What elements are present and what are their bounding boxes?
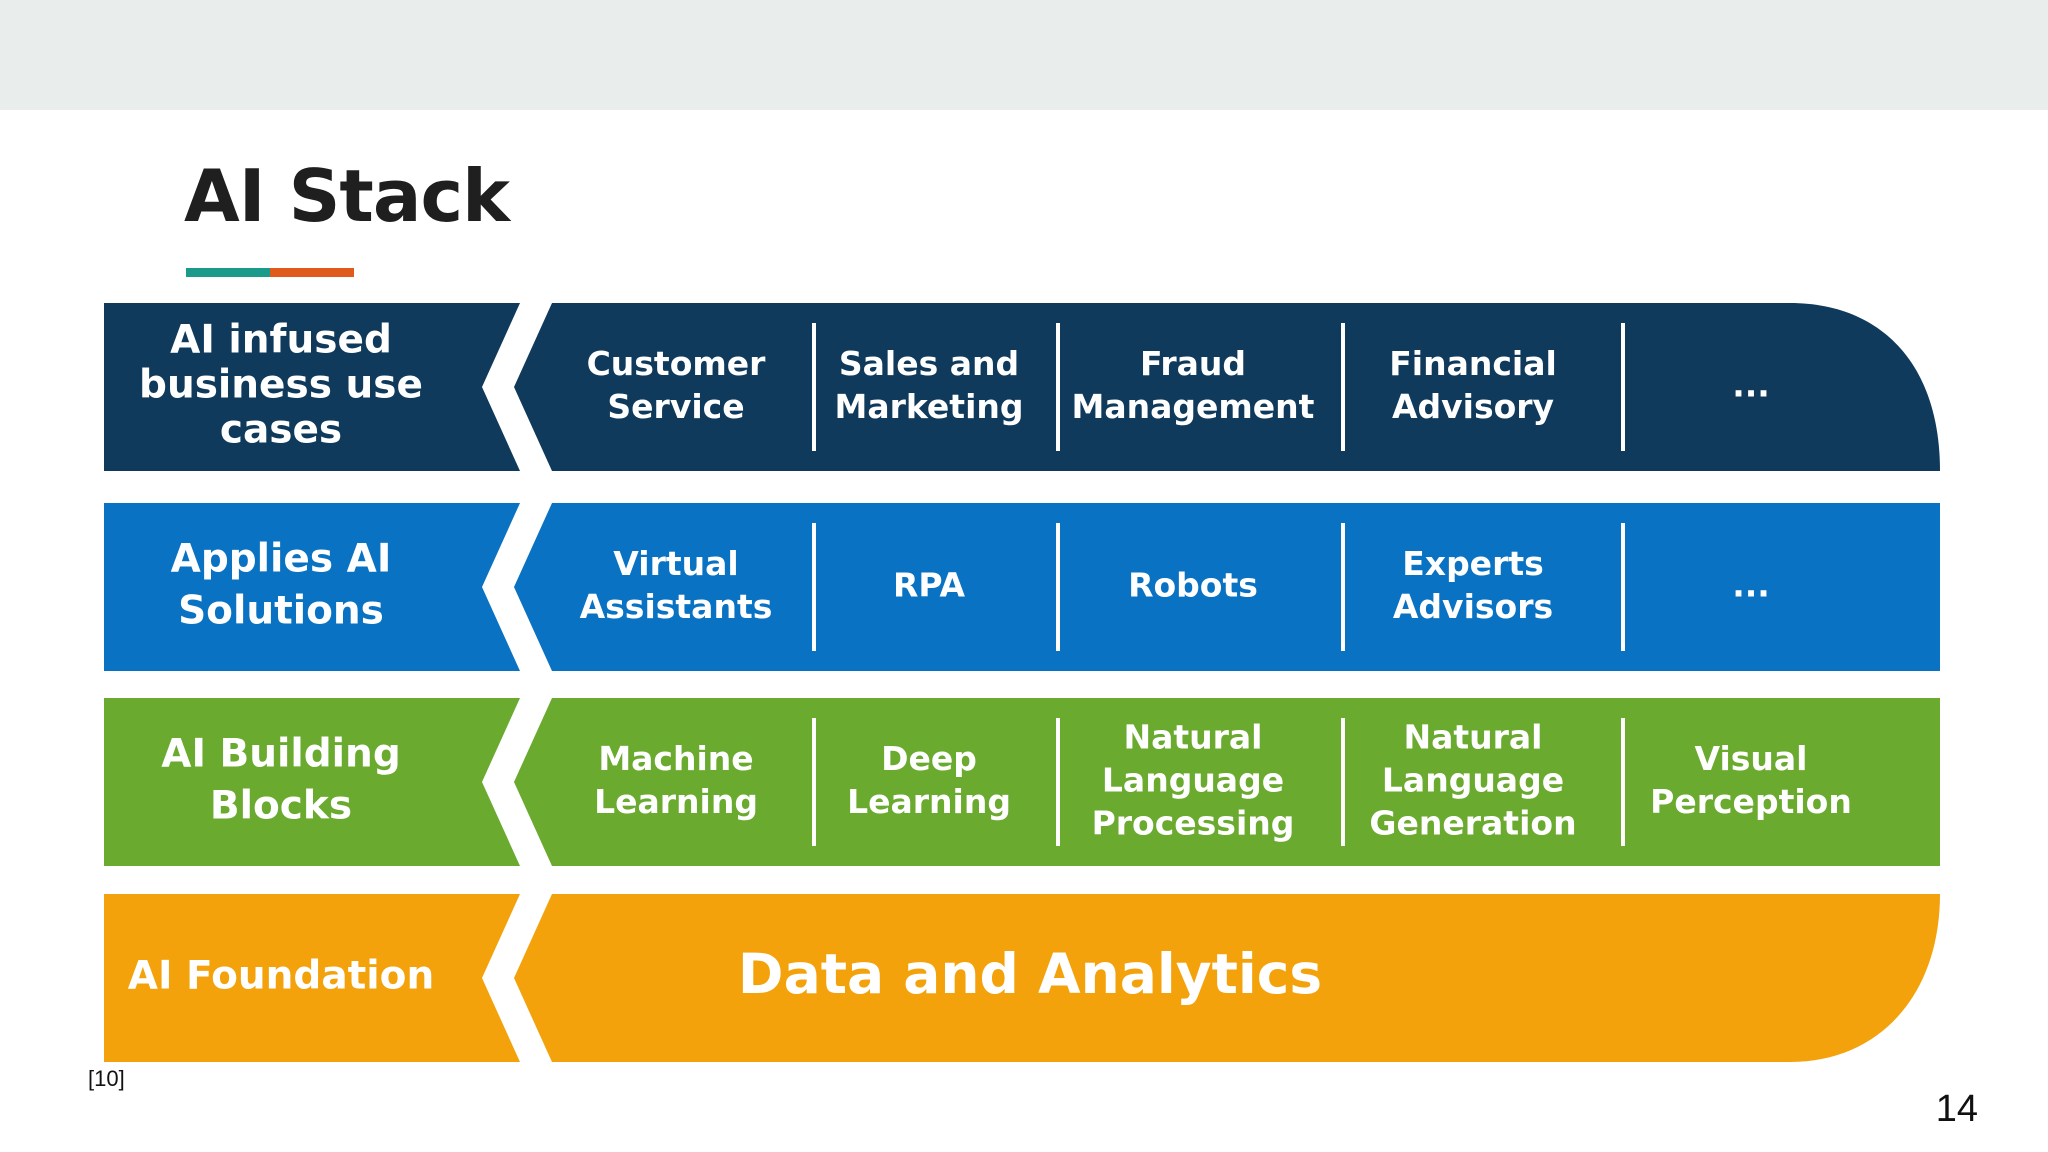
layer-content-band xyxy=(514,503,1940,671)
layer-label-block xyxy=(104,894,520,1062)
stack-cell-line: Advisory xyxy=(1392,387,1554,426)
layer-label-block xyxy=(104,503,520,671)
stack-cell-line: Learning xyxy=(847,782,1011,821)
stack-cell: RPA xyxy=(893,566,966,605)
stack-cell-line: Deep xyxy=(881,739,977,778)
layer-label-block xyxy=(104,698,520,866)
stack-cell-line: Advisors xyxy=(1393,587,1553,626)
stack-cell-line: Marketing xyxy=(834,387,1023,426)
layer-content-band xyxy=(514,303,1940,471)
stack-cell-line: Customer xyxy=(587,344,767,383)
stack-cell-line: RPA xyxy=(893,566,966,605)
stack-cell-line: Visual xyxy=(1695,739,1808,778)
layer-label-line: AI infused xyxy=(170,318,392,363)
stack-cell-line: Language xyxy=(1382,761,1564,800)
stack-cell-line: Natural xyxy=(1403,718,1542,757)
stack-cell-line: Generation xyxy=(1369,804,1576,843)
stack-cell-line: Assistants xyxy=(580,587,773,626)
layer-label-line: business use xyxy=(139,363,423,408)
footnote-reference: [10] xyxy=(88,1066,125,1091)
foundation-content: Data and Analytics xyxy=(738,942,1322,1006)
stack-cell-line: Fraud xyxy=(1140,344,1246,383)
layer-content-band xyxy=(514,894,1940,1062)
stack-cell-line: Robots xyxy=(1128,566,1258,605)
stack-cell-line: Perception xyxy=(1650,782,1852,821)
layer-label-line: AI Building xyxy=(161,732,400,777)
layer-content-band xyxy=(514,698,1940,866)
layer-label-line: Blocks xyxy=(210,784,352,829)
stack-cell-line: ... xyxy=(1732,566,1770,605)
page-number: 14 xyxy=(1935,1088,1978,1130)
layer-label-line: Applies AI xyxy=(171,537,392,582)
layer-label-block xyxy=(104,303,520,471)
stack-cell-line: Service xyxy=(607,387,744,426)
stack-cell-line: ... xyxy=(1732,366,1770,405)
slide-title: AI Stack xyxy=(184,154,510,238)
stack-cell-line: Sales and xyxy=(839,344,1019,383)
stack-layer: AI BuildingBlocksMachineLearningDeepLear… xyxy=(104,698,1940,866)
stack-cell: ... xyxy=(1732,366,1770,405)
layer-label-line: AI Foundation xyxy=(128,954,434,999)
stack-cell: Robots xyxy=(1128,566,1258,605)
title-accent-orange xyxy=(270,268,354,277)
stack-cell-line: Processing xyxy=(1092,804,1295,843)
stack-cell-line: Management xyxy=(1072,387,1315,426)
stack-cell-line: Natural xyxy=(1123,718,1262,757)
layer-label-line: Solutions xyxy=(178,589,384,634)
stack-cell-line: Financial xyxy=(1389,344,1557,383)
stack-cell-line: Machine xyxy=(598,739,753,778)
stack-cell: ... xyxy=(1732,566,1770,605)
title-accent-teal xyxy=(186,268,270,277)
stack-cell-line: Virtual xyxy=(613,544,738,583)
layer-label-line: cases xyxy=(220,408,342,453)
stack-cell-line: Experts xyxy=(1402,544,1544,583)
header-band xyxy=(0,0,2048,110)
stack-cell-line: Learning xyxy=(594,782,758,821)
stack-cell-line: Language xyxy=(1102,761,1284,800)
stack-layer: AI Foundation Data and Analytics xyxy=(104,894,1940,1062)
